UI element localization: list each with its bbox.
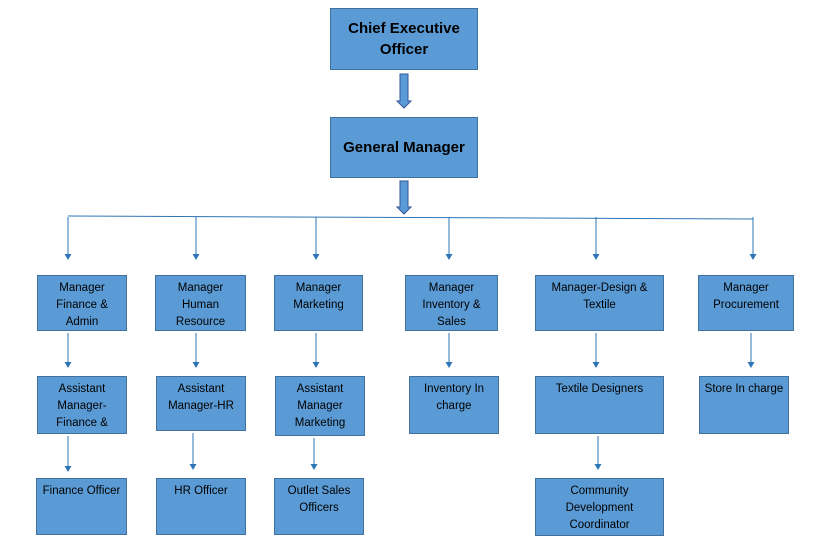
hr-officer-label: HR Officer <box>174 485 228 497</box>
assistant-marketing-label: Assistant Manager Marketing <box>294 383 346 429</box>
outlet-sales-officers-box: Outlet Sales Officers <box>274 478 364 535</box>
drop-arrow-3-head <box>312 254 320 260</box>
drop-arrow-5-head <box>592 254 600 260</box>
assistant-arrow-3-head <box>312 362 320 368</box>
manager-inventory-box: Manager Inventory & Sales <box>405 275 498 331</box>
chief-executive-officer-label: Chief Executive Officer <box>348 20 460 58</box>
inventory-in-charge-box: Inventory In charge <box>409 376 499 434</box>
assistant-arrow-4-head <box>445 362 453 368</box>
drop-arrow-4-head <box>445 254 453 260</box>
general-manager-label: General Manager <box>343 139 465 156</box>
manager-hr-label: Manager Human Resource <box>175 282 226 328</box>
officer-arrow-marketing-head <box>310 464 318 470</box>
general-manager-box: General Manager <box>330 117 478 178</box>
textile-designers-label: Textile Designers <box>555 383 644 395</box>
finance-officer-label: Finance Officer <box>42 485 121 497</box>
drop-arrow-2-head <box>192 254 200 260</box>
manager-design-box: Manager-Design & Textile <box>535 275 664 331</box>
store-in-charge-label: Store In charge <box>704 383 784 395</box>
manager-marketing-box: Manager Marketing <box>274 275 363 331</box>
ceo-to-gm-arrow <box>395 73 413 109</box>
manager-hr-box: Manager Human Resource <box>155 275 246 331</box>
assistant-hr-box: Assistant Manager-HR <box>156 376 246 431</box>
chief-executive-officer-box: Chief Executive Officer <box>330 8 478 70</box>
finance-officer-box: Finance Officer <box>36 478 127 535</box>
officer-arrow-finance-head <box>64 466 72 472</box>
manager-design-label: Manager-Design & Textile <box>551 282 648 311</box>
drop-arrow-6-head <box>749 254 757 260</box>
textile-designers-box: Textile Designers <box>535 376 664 434</box>
community-development-coordinator-box: Community Development Coordinator <box>535 478 664 536</box>
gm-to-managers-arrow <box>395 180 413 215</box>
assistant-arrow-1-head <box>64 362 72 368</box>
inventory-in-charge-label: Inventory In charge <box>423 383 485 412</box>
officer-arrow-hr-head <box>189 464 197 470</box>
managers-bus-line <box>67 215 754 220</box>
manager-inventory-label: Manager Inventory & Sales <box>422 282 481 328</box>
manager-procurement-label: Manager Procurement <box>713 282 779 311</box>
manager-finance-box: Manager Finance & Admin <box>37 275 127 331</box>
hr-officer-box: HR Officer <box>156 478 246 535</box>
manager-finance-label: Manager Finance & Admin <box>56 282 108 328</box>
assistant-arrow-6-head <box>747 362 755 368</box>
manager-marketing-label: Manager Marketing <box>293 282 344 311</box>
outlet-sales-officers-label: Outlet Sales Officers <box>287 485 351 514</box>
assistant-hr-label: Assistant Manager-HR <box>168 383 234 412</box>
assistant-marketing-box: Assistant Manager Marketing <box>275 376 365 436</box>
officer-arrow-design-head <box>594 464 602 470</box>
store-in-charge-box: Store In charge <box>699 376 789 434</box>
drop-arrow-1-head <box>64 254 72 260</box>
community-development-coordinator-label: Community Development Coordinator <box>565 485 634 531</box>
assistant-finance-box: Assistant Manager-Finance & <box>37 376 127 434</box>
assistant-finance-label: Assistant Manager-Finance & <box>56 383 108 429</box>
manager-procurement-box: Manager Procurement <box>698 275 794 331</box>
assistant-arrow-5-head <box>592 362 600 368</box>
assistant-arrow-2-head <box>192 362 200 368</box>
